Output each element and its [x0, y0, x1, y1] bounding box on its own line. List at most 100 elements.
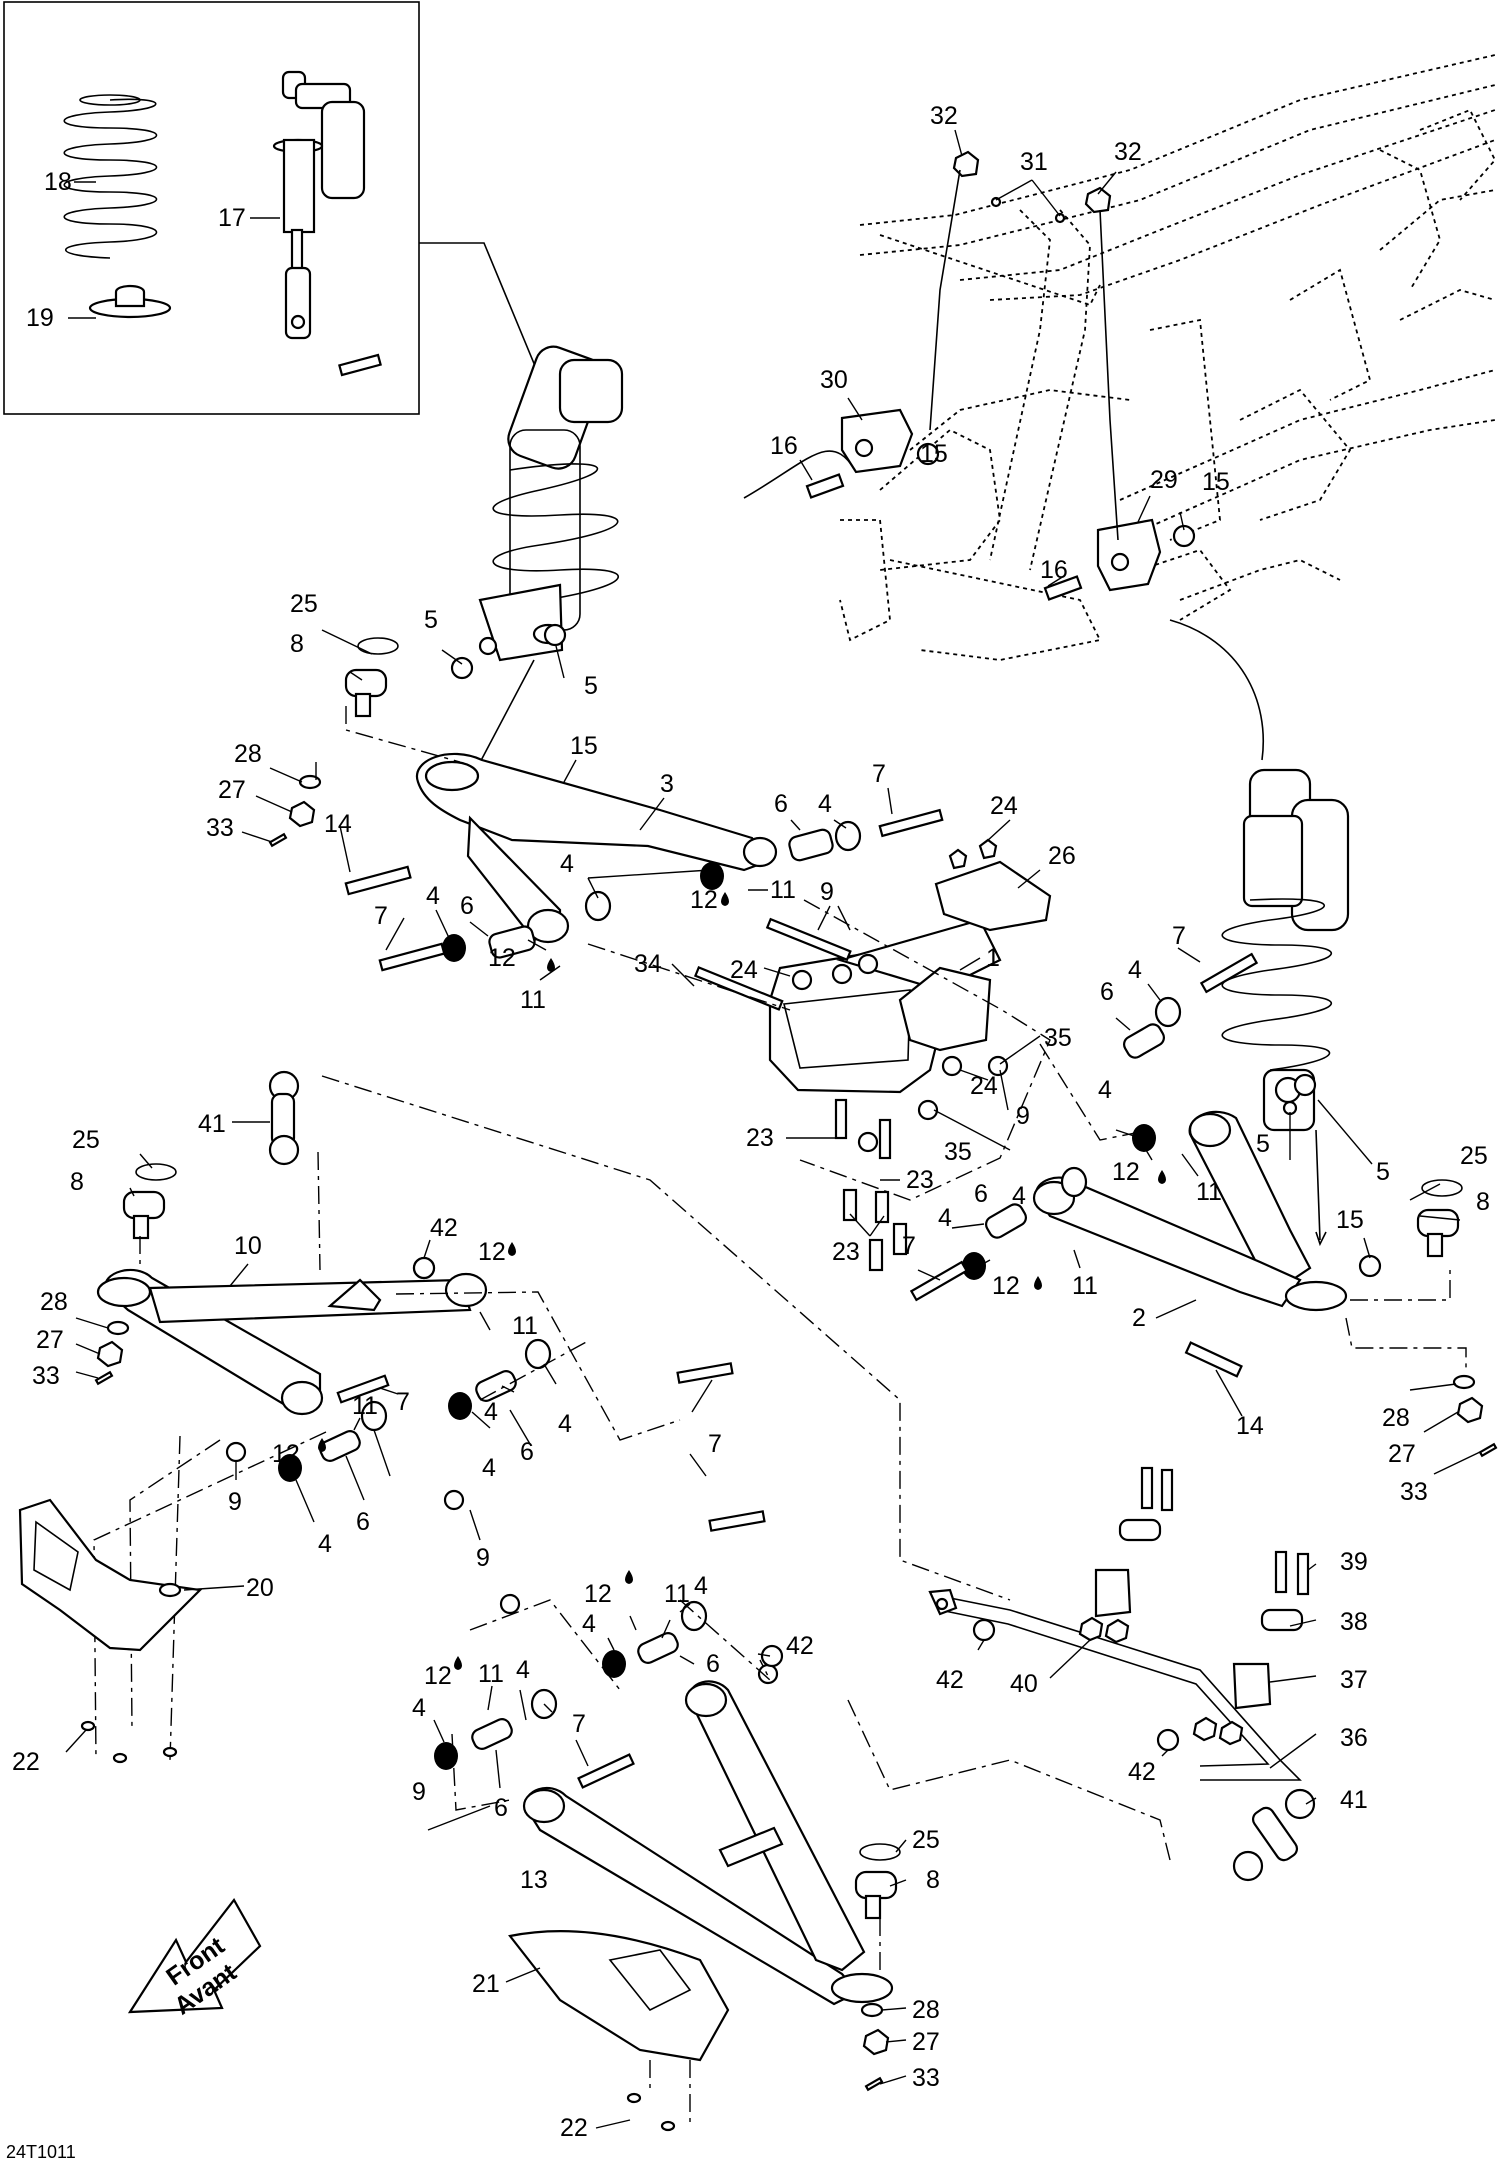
bolts-23: [842, 1188, 908, 1272]
callout-4: 4: [1012, 1182, 1026, 1210]
callout-12: 12: [584, 1580, 612, 1608]
callout-32: 32: [930, 102, 958, 130]
callout-27: 27: [218, 776, 246, 804]
callout-28: 28: [912, 1996, 940, 2024]
callout-11: 11: [1072, 1272, 1098, 1300]
callout-7: 7: [572, 1710, 586, 1738]
callout-40: 40: [1010, 1670, 1038, 1698]
callout-4: 4: [694, 1572, 708, 1600]
callout-20: 20: [246, 1574, 274, 1602]
sway-bar-link-41-left: [268, 1070, 300, 1166]
inset-box: [3, 1, 420, 415]
ball-joint-8-lower: [854, 1843, 901, 1920]
callout-39: 39: [1340, 1548, 1368, 1576]
shock-absorber-left: [478, 345, 624, 662]
nut-washer-27-28: [268, 774, 322, 848]
callout-4: 4: [484, 1398, 498, 1426]
callout-37: 37: [1340, 1666, 1368, 1694]
callout-11: 11: [1196, 1178, 1222, 1206]
callout-4: 4: [1128, 956, 1142, 984]
callout-41: 41: [1340, 1786, 1368, 1814]
skid-plate-20: [18, 1498, 203, 1652]
callout-11: 11: [664, 1580, 690, 1608]
nut-washer-right: [1452, 1374, 1498, 1458]
callout-27: 27: [1388, 1440, 1416, 1468]
callout-11: 11: [512, 1312, 538, 1340]
callout-7: 7: [396, 1388, 410, 1416]
callout-4: 4: [1098, 1076, 1112, 1104]
callout-labels: 18 17 19 32 31 32 30 16 15 29 15 16 25 8…: [6, 102, 1490, 2162]
callout-15: 15: [920, 440, 948, 468]
callout-12: 12: [272, 1440, 300, 1468]
callout-5: 5: [1376, 1158, 1390, 1186]
callout-6: 6: [356, 1508, 370, 1536]
callout-7: 7: [708, 1430, 722, 1458]
callout-42: 42: [786, 1632, 814, 1660]
callout-11: 11: [770, 876, 796, 904]
callout-11: 11: [520, 986, 546, 1014]
callout-8: 8: [70, 1168, 84, 1196]
callout-9: 9: [820, 878, 834, 906]
callout-6: 6: [774, 790, 788, 818]
callout-28: 28: [1382, 1404, 1410, 1432]
nut-washer-left: [94, 1320, 130, 1386]
callout-35: 35: [944, 1138, 972, 1166]
callout-27: 27: [36, 1326, 64, 1354]
callout-23: 23: [746, 1124, 774, 1152]
callout-16: 16: [1040, 556, 1068, 584]
callout-11: 11: [352, 1392, 378, 1420]
callout-9: 9: [476, 1544, 490, 1572]
callout-7: 7: [374, 902, 388, 930]
callout-8: 8: [290, 630, 304, 658]
callout-6: 6: [520, 1438, 534, 1466]
callout-16: 16: [770, 432, 798, 460]
callout-26: 26: [1048, 842, 1076, 870]
callout-14: 14: [1236, 1412, 1264, 1440]
callout-33: 33: [912, 2064, 940, 2092]
callout-4: 4: [482, 1454, 496, 1482]
callout-23: 23: [832, 1238, 860, 1266]
callout-33: 33: [32, 1362, 60, 1390]
a-arm-10-bushings: [225, 1256, 766, 1615]
callout-7: 7: [902, 1232, 916, 1260]
callout-4: 4: [516, 1656, 530, 1684]
callout-25: 25: [72, 1126, 100, 1154]
callout-32: 32: [1114, 138, 1142, 166]
lower-arm-2-bushings: [909, 952, 1382, 1378]
a-arm-13: [522, 1680, 894, 2006]
callout-42: 42: [936, 1666, 964, 1694]
grease-drops: [318, 892, 1166, 1670]
callout-1: 1: [986, 944, 1000, 972]
callout-28: 28: [40, 1288, 68, 1316]
callout-27: 27: [912, 2028, 940, 2056]
callout-4: 4: [818, 790, 832, 818]
callout-6: 6: [494, 1794, 508, 1822]
callout-25: 25: [290, 590, 318, 618]
callout-11: 11: [478, 1660, 504, 1688]
callout-12: 12: [690, 886, 718, 914]
callout-17: 17: [218, 204, 246, 232]
nuts-9-35-24: [791, 838, 1009, 1153]
callout-22: 22: [560, 2114, 588, 2142]
a-arm-10: [96, 1268, 488, 1416]
callout-4: 4: [938, 1204, 952, 1232]
callout-9: 9: [228, 1488, 242, 1516]
callout-25: 25: [912, 1826, 940, 1854]
callout-25: 25: [1460, 1142, 1488, 1170]
callout-13: 13: [520, 1866, 548, 1894]
callout-41: 41: [198, 1110, 226, 1138]
callout-4: 4: [426, 882, 440, 910]
callout-33: 33: [206, 814, 234, 842]
ball-joint-8-left: [122, 1163, 177, 1240]
callout-5: 5: [424, 606, 438, 634]
callout-36: 36: [1340, 1724, 1368, 1752]
lower-a-arm-2: [1032, 1110, 1348, 1312]
callout-33: 33: [1400, 1478, 1428, 1506]
frame-bracket-29: [1096, 518, 1162, 592]
shock-hardware-5: [450, 623, 567, 680]
vehicle-frame: [839, 54, 1497, 661]
callout-6: 6: [1100, 978, 1114, 1006]
callout-29: 29: [1150, 466, 1178, 494]
callout-12: 12: [1112, 1158, 1140, 1186]
callout-8: 8: [926, 1866, 940, 1894]
